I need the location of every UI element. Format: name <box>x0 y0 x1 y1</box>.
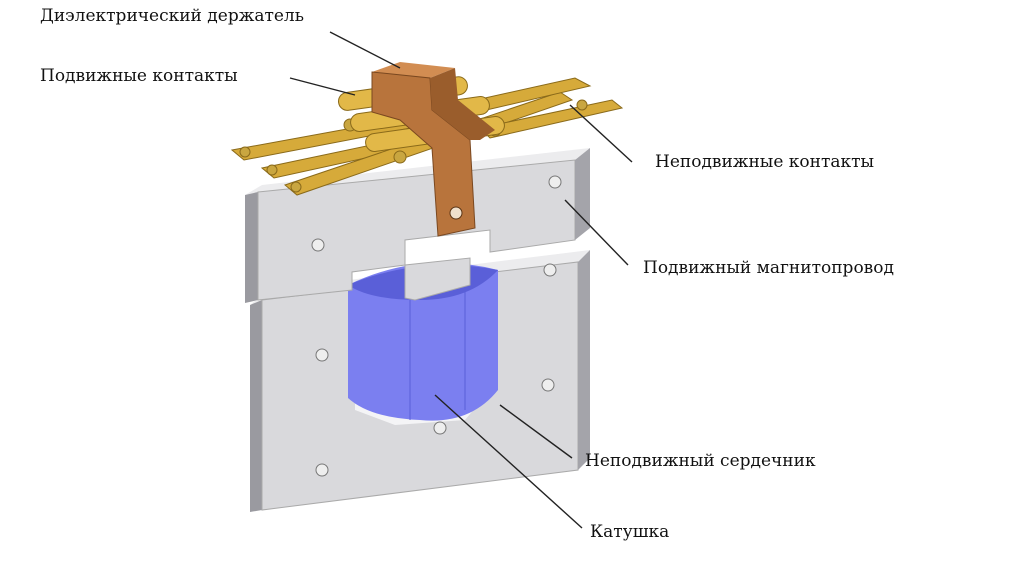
label-moving-contacts: Подвижные контакты <box>40 66 238 86</box>
dielectric-holder <box>371 62 495 237</box>
leader-lines <box>289 31 633 529</box>
label-moving-magnetic-core: Подвижный магнитопровод <box>643 258 894 278</box>
label-dielectric-holder: Диэлектрический держатель <box>40 6 304 26</box>
label-fixed-contacts: Неподвижные контакты <box>655 152 875 172</box>
label-fixed-core: Неподвижный сердечник <box>585 451 816 471</box>
label-coil: Катушка <box>590 522 670 542</box>
